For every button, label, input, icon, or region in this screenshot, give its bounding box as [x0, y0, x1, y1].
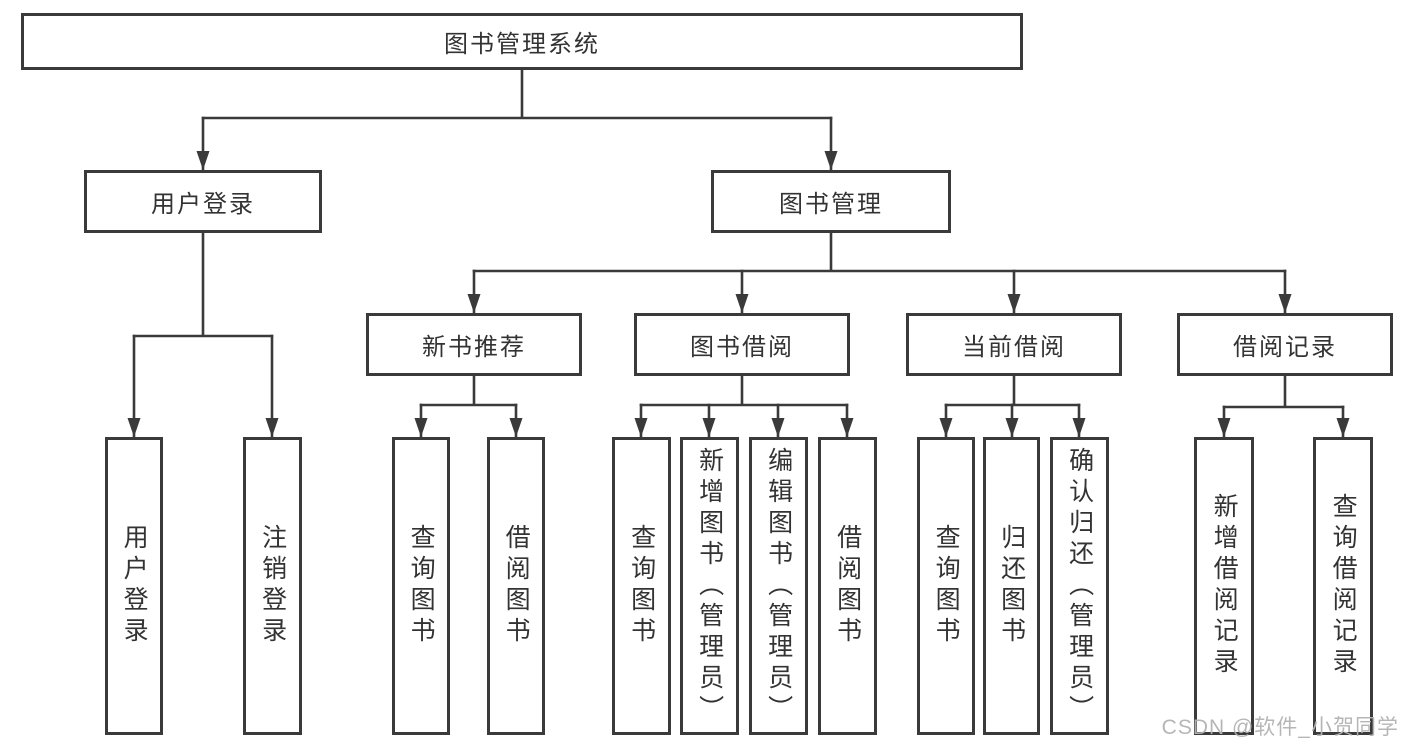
node-label: 编辑图书（管理员）	[764, 446, 793, 726]
node-label: 用户登录	[120, 524, 149, 648]
node-label: 新书推荐	[422, 334, 526, 361]
node-edit-books-admin: 编辑图书（管理员）	[749, 437, 808, 735]
node-label: 新增借阅记录	[1210, 493, 1239, 679]
node-book-management: 图书管理	[711, 170, 951, 233]
node-label: 确认归还（管理员）	[1065, 446, 1094, 726]
node-label: 借阅记录	[1233, 334, 1337, 361]
node-book-borrowing: 图书借阅	[634, 313, 850, 376]
node-borrow-books-recommend: 借阅图书	[487, 437, 545, 735]
node-user-login-action: 用户登录	[105, 437, 163, 735]
node-label: 查询借阅记录	[1329, 493, 1358, 679]
node-library-system: 图书管理系统	[21, 13, 1023, 70]
node-label: 图书管理	[779, 191, 883, 218]
node-label: 查询图书	[932, 524, 961, 648]
watermark: CSDN @软件_小贺同学	[1161, 716, 1399, 739]
node-label: 当前借阅	[962, 334, 1066, 361]
node-add-books-admin: 新增图书（管理员）	[680, 437, 739, 735]
node-query-books-current: 查询图书	[917, 437, 975, 735]
node-user-login: 用户登录	[84, 170, 322, 233]
node-label: 用户登录	[151, 191, 255, 218]
node-label: 图书管理系统	[444, 31, 600, 58]
node-label: 借阅图书	[833, 524, 862, 648]
node-add-borrow-record: 新增借阅记录	[1194, 437, 1254, 735]
node-label: 注销登录	[258, 524, 287, 648]
node-label: 查询图书	[407, 524, 436, 648]
node-query-books-borrow: 查询图书	[612, 437, 671, 735]
node-label: 图书借阅	[690, 334, 794, 361]
node-return-books: 归还图书	[983, 437, 1040, 735]
node-confirm-return-admin: 确认归还（管理员）	[1050, 437, 1109, 735]
node-borrow-books: 借阅图书	[818, 437, 877, 735]
node-new-book-recommend: 新书推荐	[366, 313, 582, 376]
node-query-borrow-record: 查询借阅记录	[1313, 437, 1373, 735]
node-label: 新增图书（管理员）	[695, 446, 724, 726]
node-query-books-recommend: 查询图书	[392, 437, 450, 735]
node-borrow-records: 借阅记录	[1177, 313, 1393, 376]
node-label: 归还图书	[997, 524, 1026, 648]
node-label: 借阅图书	[502, 524, 531, 648]
node-label: 查询图书	[627, 524, 656, 648]
node-logout: 注销登录	[243, 437, 302, 735]
node-current-borrowing: 当前借阅	[906, 313, 1122, 376]
